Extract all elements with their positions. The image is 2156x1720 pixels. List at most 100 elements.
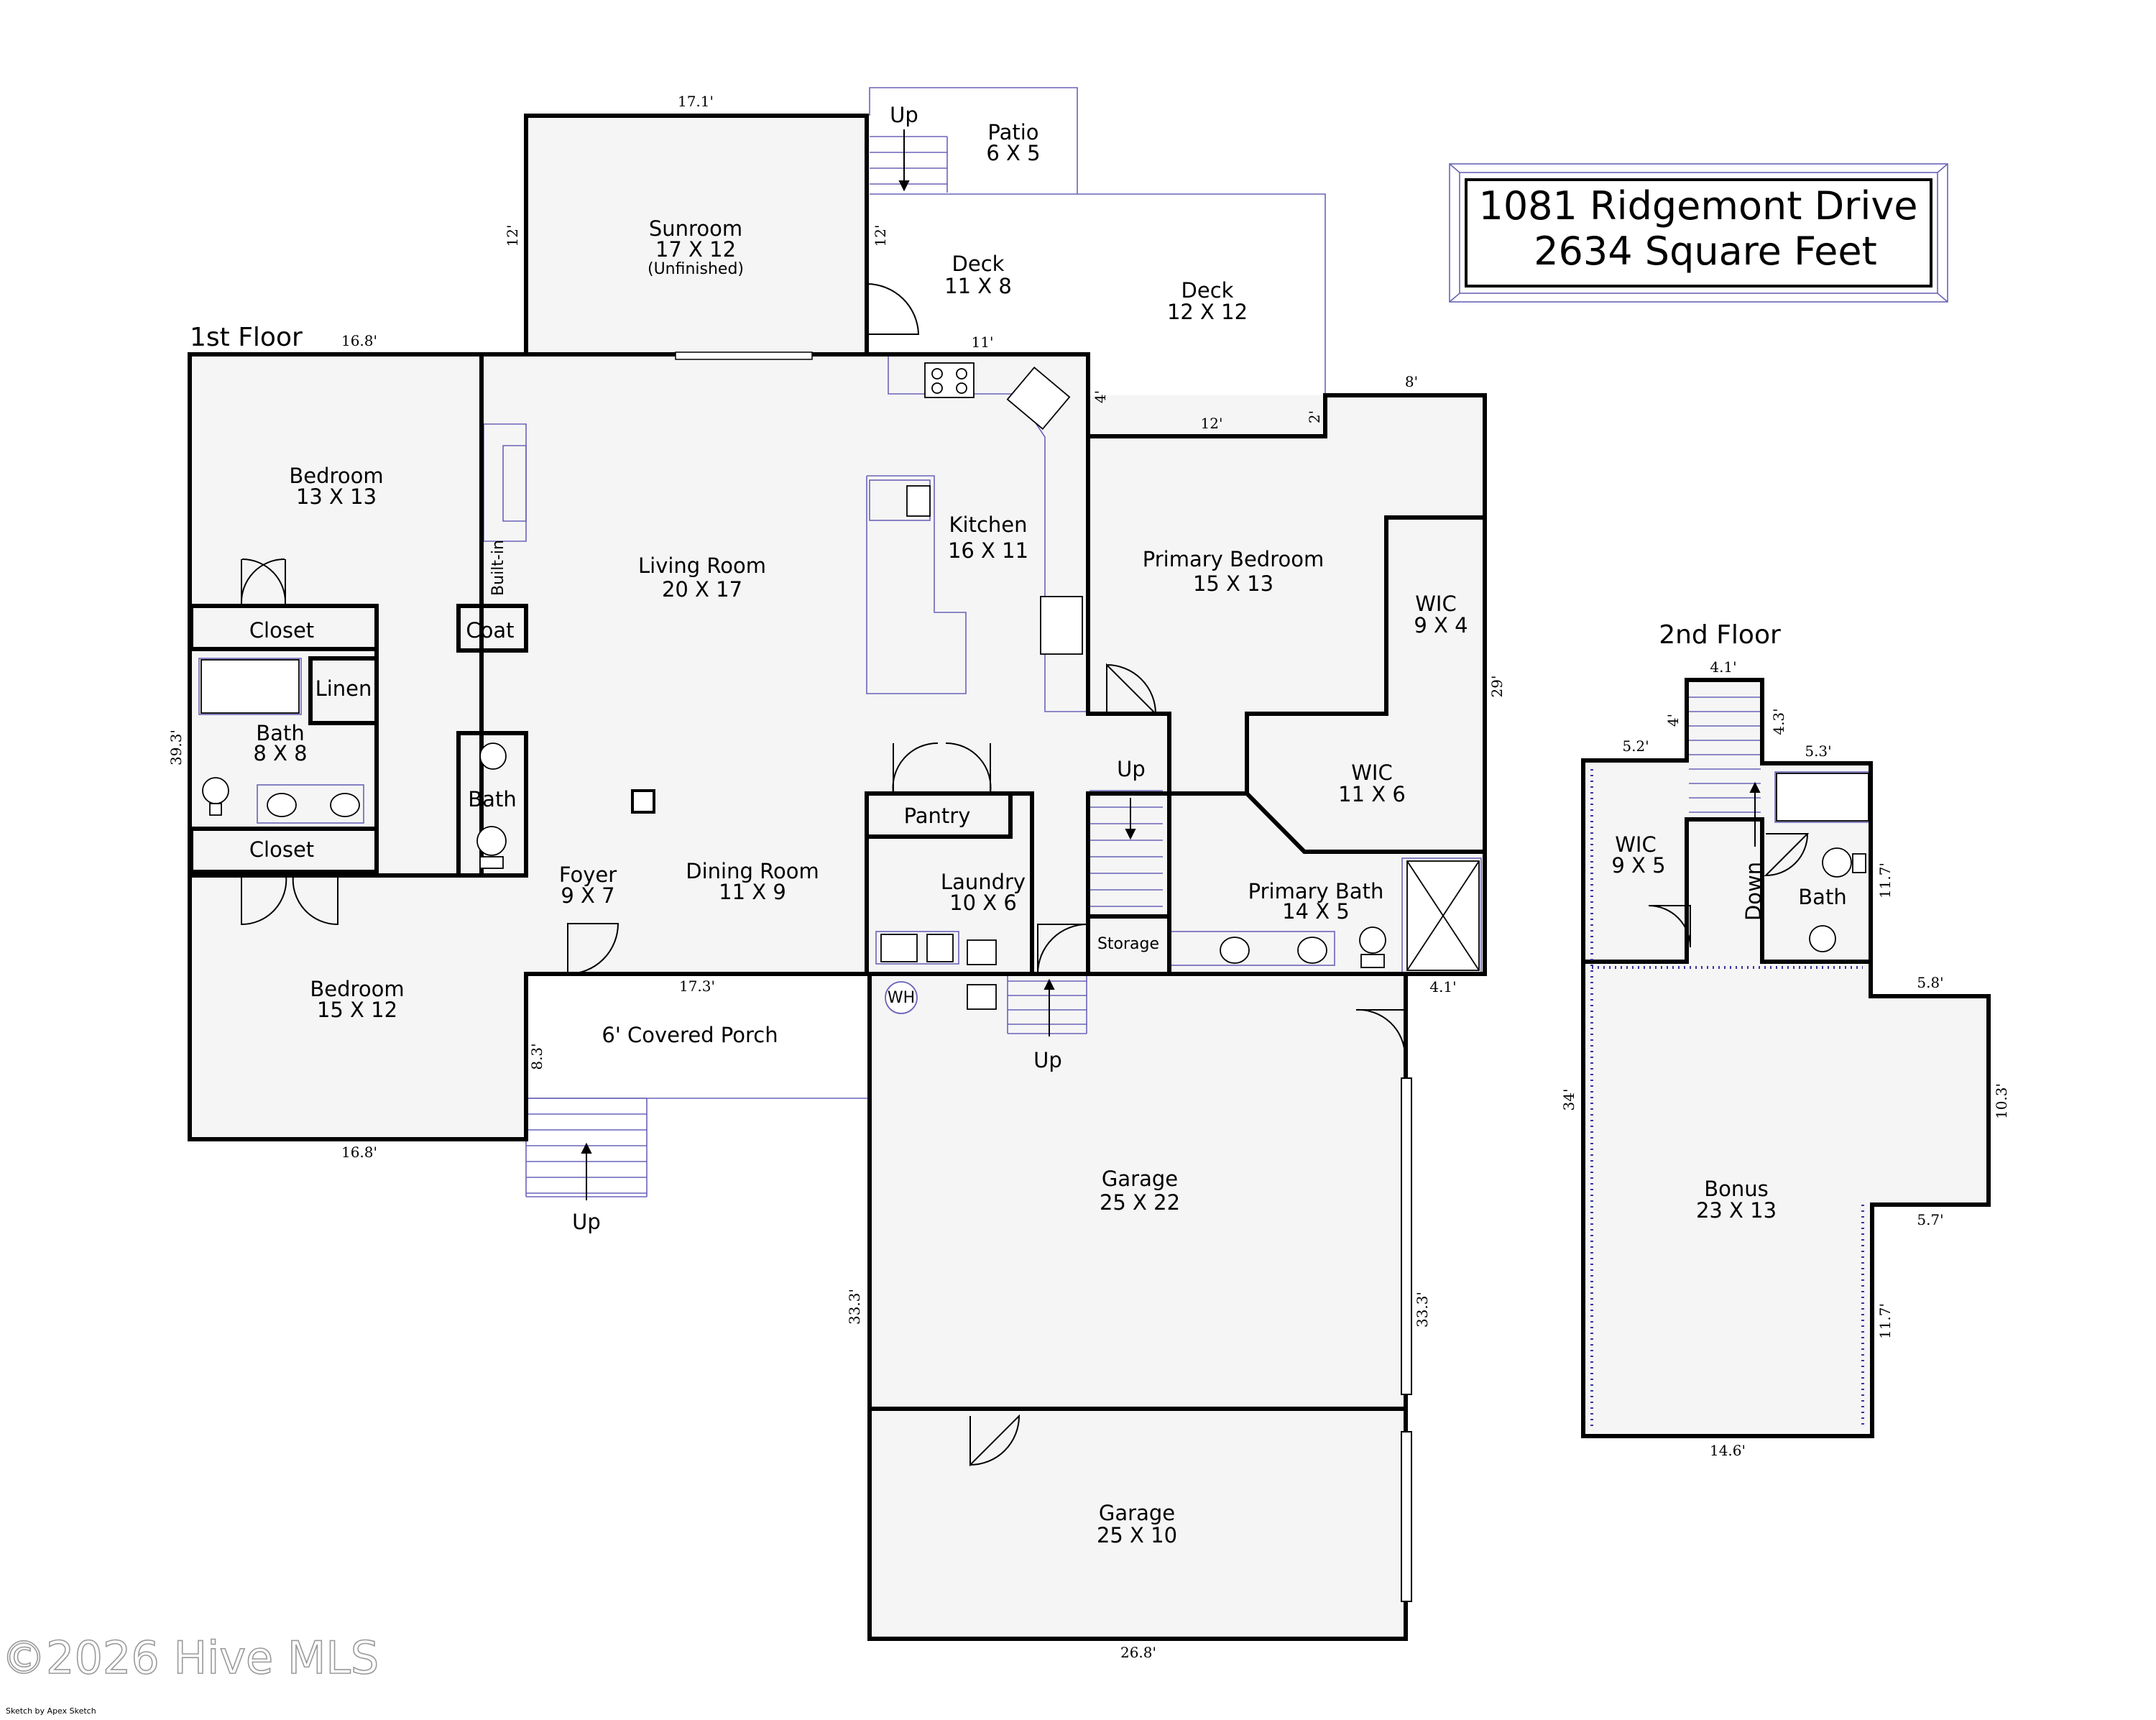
primary-bath-size: 14 X 5 xyxy=(1282,899,1350,924)
stairs xyxy=(525,129,1761,1200)
dim-garage-bottom: 26.8' xyxy=(1120,1644,1156,1661)
address-title: 1081 Ridgemont Drive xyxy=(1478,183,1917,229)
living-room-size: 20 X 17 xyxy=(662,577,742,602)
dim-stair-side-right: 4.3' xyxy=(1770,708,1787,735)
garage-main-size: 25 X 22 xyxy=(1100,1190,1180,1215)
dim-garage-left: 33.3' xyxy=(846,1289,863,1325)
sunroom-size: 17 X 12 xyxy=(655,237,736,262)
dim-bonus-right: 10.3' xyxy=(1993,1083,2010,1119)
dim-garage-notch: 4.1' xyxy=(1429,978,1456,995)
patio-up-label: Up xyxy=(890,103,918,127)
bath-hall-size: 8 X 8 xyxy=(253,741,307,765)
title-box: 1081 Ridgemont Drive 2634 Square Feet xyxy=(1449,163,1948,303)
water-heater-label: WH xyxy=(888,989,915,1007)
fixtures xyxy=(201,362,1869,1014)
dim-patio-stair: 12' xyxy=(872,225,889,247)
kitchen-name: Kitchen xyxy=(949,512,1028,537)
walls xyxy=(188,114,1991,1641)
bedroom-north-size: 13 X 13 xyxy=(296,484,377,509)
bedroom-north-name: Bedroom xyxy=(289,464,383,488)
watermark: ©2026 Hive MLS xyxy=(1,1632,379,1684)
primary-bath-name: Primary Bath xyxy=(1248,879,1384,903)
laundry-size: 10 X 6 xyxy=(949,891,1017,915)
first-floor-heading: 1st Floor xyxy=(190,323,303,352)
pantry-name: Pantry xyxy=(904,804,971,828)
wic-north-size: 9 X 4 xyxy=(1414,613,1468,638)
built-in-label: Built-in xyxy=(489,540,507,596)
wic-upstairs-name: WIC xyxy=(1615,832,1656,857)
dining-room-name: Dining Room xyxy=(686,859,819,883)
dim-sunroom-height: 12' xyxy=(504,225,521,247)
foyer-name: Foyer xyxy=(559,863,617,887)
primary-bedroom-name: Primary Bedroom xyxy=(1143,547,1324,571)
dim-deck-bottom: 12' xyxy=(1201,415,1223,432)
dim-porch-side: 8.3' xyxy=(528,1043,545,1070)
wic-south-size: 11 X 6 xyxy=(1338,782,1406,806)
dim-bonus-step: 5.8' xyxy=(1917,974,1943,991)
dim-primary-top: 8' xyxy=(1405,373,1418,390)
linen-closet-name: Linen xyxy=(315,676,372,701)
storage-name: Storage xyxy=(1097,935,1159,953)
laundry-name: Laundry xyxy=(941,870,1026,894)
wic-south-name: WIC xyxy=(1351,760,1392,785)
dim-sunroom-width: 17.1' xyxy=(678,93,714,110)
room-fills xyxy=(190,116,1989,1639)
wic-north-name: WIC xyxy=(1415,592,1456,616)
bedroom-south-name: Bedroom xyxy=(310,977,404,1001)
coat-closet-name: Coat xyxy=(466,618,514,643)
dim-second-left: 34' xyxy=(1560,1089,1577,1111)
square-feet-title: 2634 Square Feet xyxy=(1534,229,1877,274)
dim-garage-right: 33.3' xyxy=(1414,1292,1431,1328)
interior-up-label: Up xyxy=(1117,757,1146,781)
garage-up-label: Up xyxy=(1033,1048,1062,1072)
dim-bedroom-bottom: 16.8' xyxy=(341,1144,377,1161)
foyer-size: 9 X 7 xyxy=(561,883,614,908)
dim-wic-top: 5.2' xyxy=(1622,737,1649,755)
sketch-credit: Sketch by Apex Sketch xyxy=(6,1706,96,1716)
closet-south-name: Closet xyxy=(249,837,314,862)
sunroom-name: Sunroom xyxy=(649,216,742,241)
bonus-knee-wall xyxy=(1590,769,1864,1427)
primary-bedroom-size: 15 X 13 xyxy=(1193,571,1273,596)
dimension-labels: 17.1' 12' 12' 16.8' 11' 4' 12' 2' 8' 39.… xyxy=(167,93,2010,1661)
living-room-name: Living Room xyxy=(638,553,766,578)
dim-kitchen-top: 11' xyxy=(972,334,994,351)
dim-stair-side-left: 4' xyxy=(1664,714,1682,727)
dim-bonus-step-lower: 5.7' xyxy=(1917,1211,1943,1228)
dim-bath-top: 5.3' xyxy=(1805,742,1831,760)
garage-door-markers xyxy=(675,351,1412,1602)
second-floor-heading: 2nd Floor xyxy=(1659,620,1781,650)
room-labels: Sunroom 17 X 12 (Unfinished) Patio 6 X 5… xyxy=(249,120,1847,1547)
wic-upstairs-size: 9 X 5 xyxy=(1611,853,1665,878)
garage-main-name: Garage xyxy=(1102,1167,1178,1191)
dim-second-bottom: 14.6' xyxy=(1710,1442,1746,1459)
dim-bonus-lower: 11.7' xyxy=(1876,1303,1894,1339)
deck-small-size: 11 X 8 xyxy=(944,274,1012,298)
dim-deck-side: 2' xyxy=(1306,410,1323,423)
closet-north-name: Closet xyxy=(249,618,314,643)
dining-room-size: 11 X 9 xyxy=(719,880,786,904)
porch-up-label: Up xyxy=(572,1210,601,1234)
stair-labels: Up Up Up Up Down xyxy=(572,103,1766,1234)
bonus-room-size: 23 X 13 xyxy=(1696,1198,1777,1223)
covered-porch-name: 6' Covered Porch xyxy=(602,1023,778,1047)
dim-stair-top: 4.1' xyxy=(1710,658,1736,676)
bath-half-name: Bath xyxy=(468,787,516,811)
deck-large-size: 12 X 12 xyxy=(1167,300,1248,324)
dim-bedroom-top: 16.8' xyxy=(341,332,377,349)
dim-porch-top: 17.3' xyxy=(679,978,715,995)
sunroom-note: (Unfinished) xyxy=(648,260,744,278)
dim-right-height: 29' xyxy=(1488,676,1506,698)
garage-rear-size: 25 X 10 xyxy=(1097,1523,1177,1547)
patio-size: 6 X 5 xyxy=(986,141,1040,165)
bath-hall-name: Bath xyxy=(256,721,304,745)
down-label: Down xyxy=(1741,862,1766,921)
bonus-room-name: Bonus xyxy=(1704,1177,1769,1201)
patio-name: Patio xyxy=(987,120,1038,144)
dim-kitchen-side: 4' xyxy=(1092,390,1109,403)
deck-large-name: Deck xyxy=(1181,278,1234,303)
garage-rear-name: Garage xyxy=(1099,1501,1175,1525)
bath-upstairs-name: Bath xyxy=(1798,885,1846,909)
deck-small-name: Deck xyxy=(952,252,1005,276)
